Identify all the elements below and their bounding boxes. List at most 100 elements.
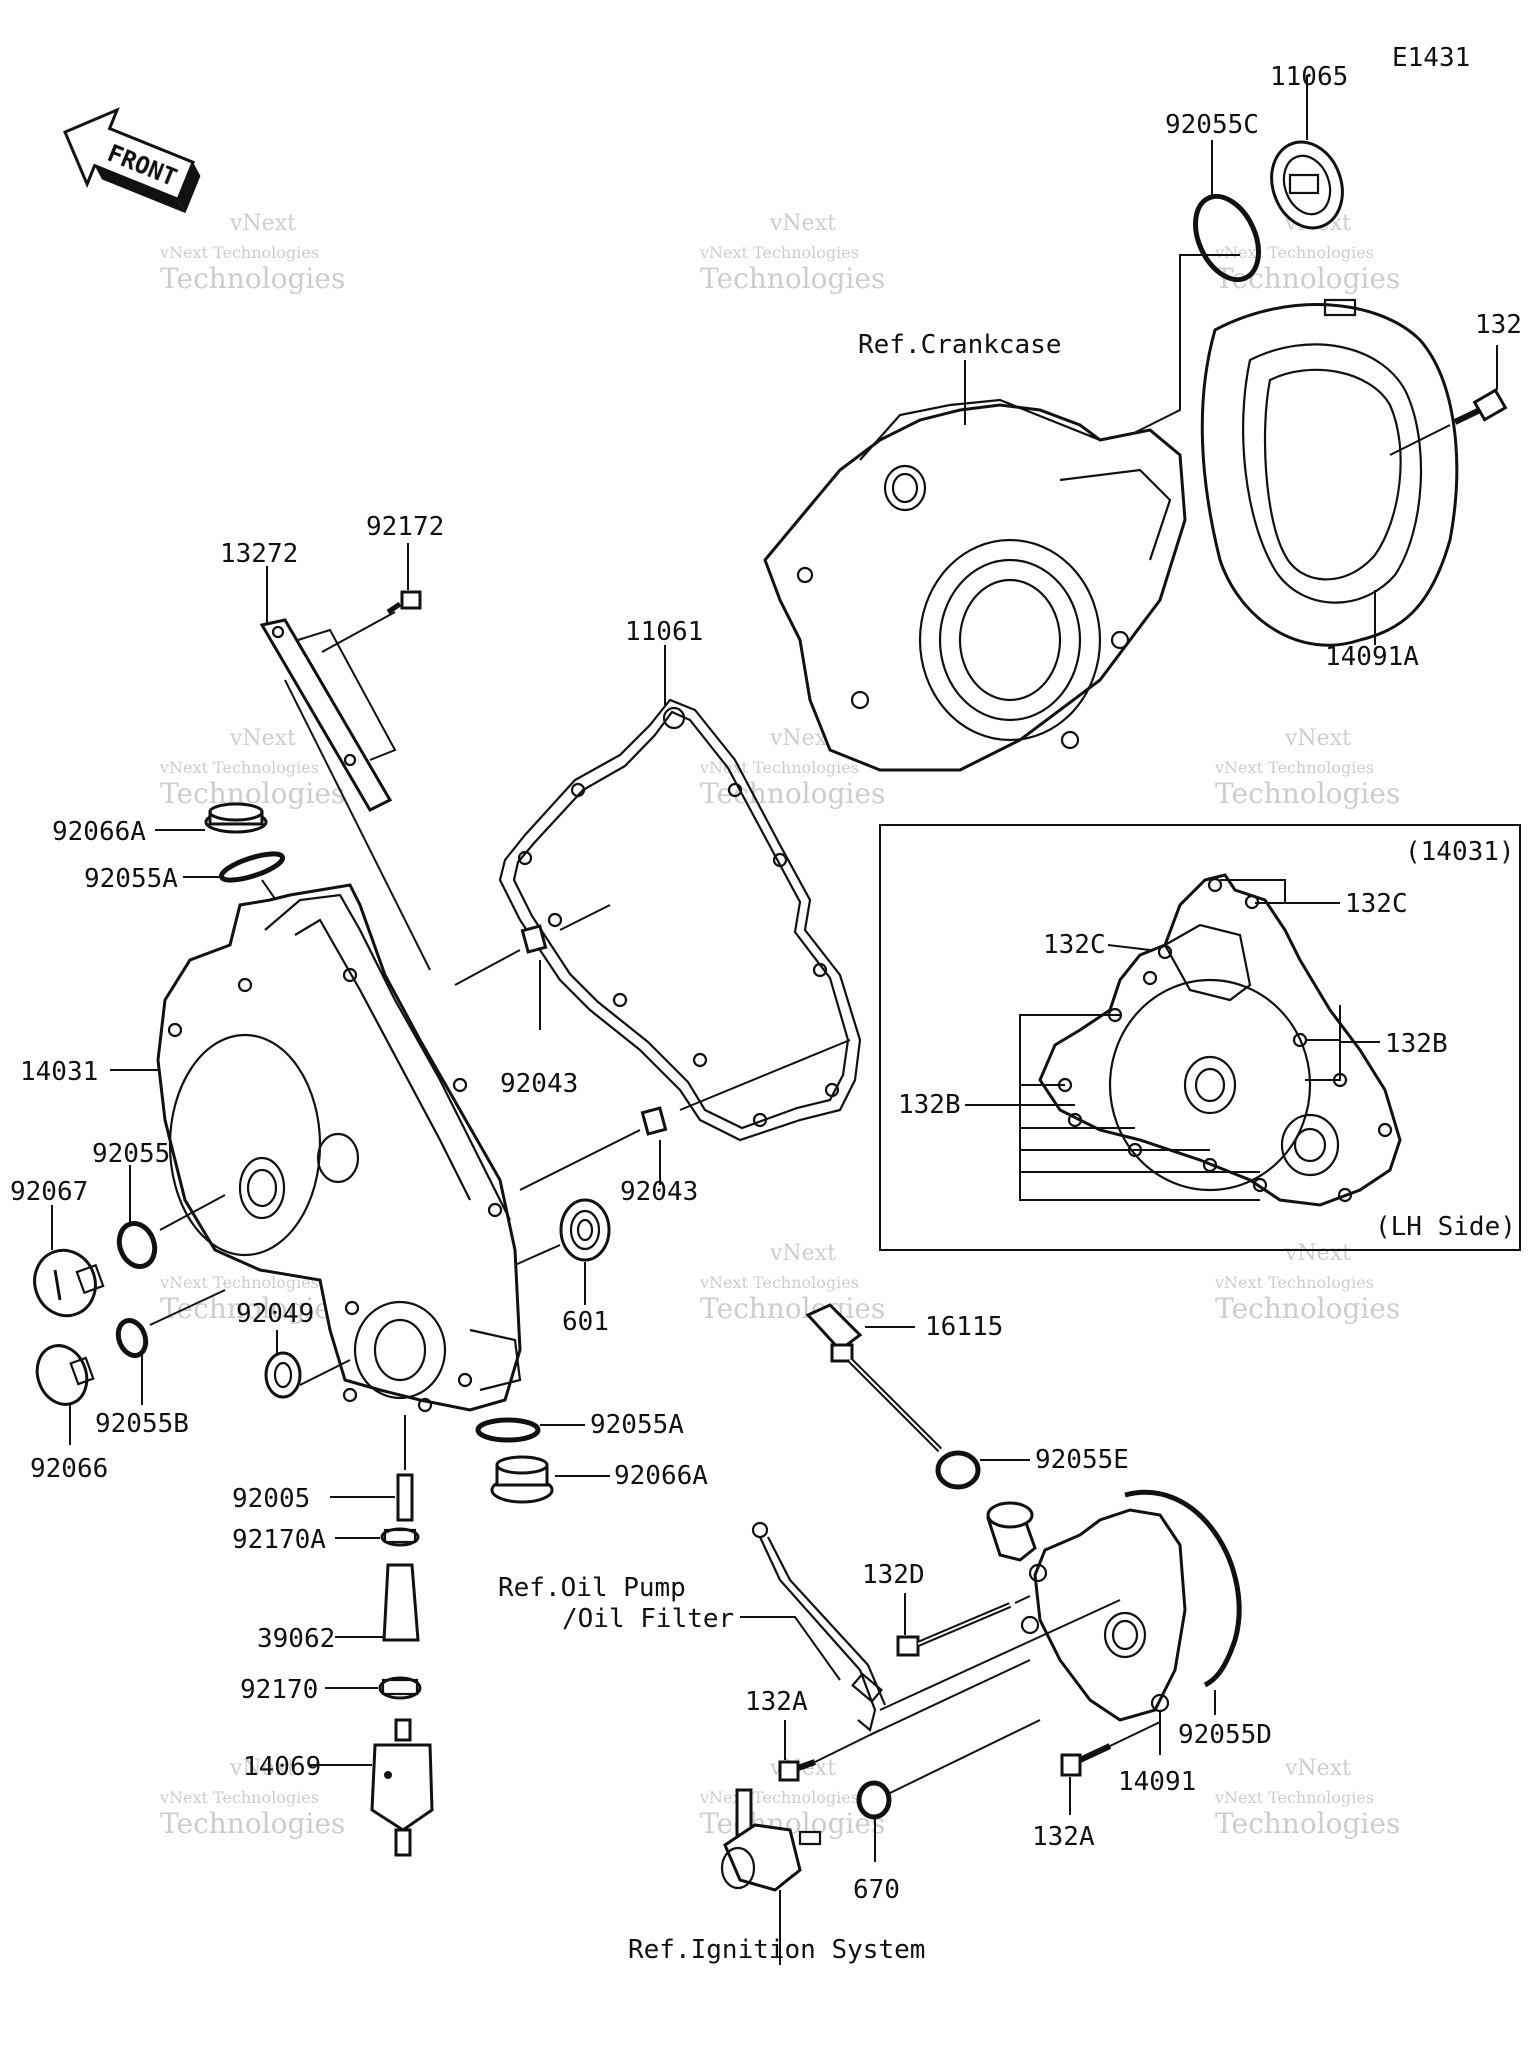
label-14031: 14031 — [20, 1057, 98, 1087]
svg-text:Technologies: Technologies — [1215, 777, 1400, 810]
label-14091: 14091 — [1118, 1767, 1196, 1797]
part-92043-dowel-b — [640, 1106, 668, 1136]
part-14091-cover — [986, 1501, 1187, 1722]
label-92043-a: 92043 — [500, 1069, 578, 1099]
svg-text:vNext Technologies: vNext Technologies — [699, 758, 859, 777]
label-92055E: 92055E — [1035, 1445, 1129, 1475]
part-14031-cover — [156, 883, 522, 1413]
label-92055D: 92055D — [1178, 1720, 1272, 1750]
svg-text:vNext Technologies: vNext Technologies — [159, 1788, 319, 1807]
part-92067-plug — [33, 1248, 105, 1318]
part-oil-pump-rod-ref — [751, 1521, 887, 1732]
part-92055A-oring-top — [218, 851, 286, 883]
svg-text:Technologies: Technologies — [700, 262, 885, 295]
part-601-bearing — [559, 1198, 611, 1262]
part-92055C-oring — [1193, 193, 1261, 283]
part-crankcase-ref — [763, 398, 1187, 772]
label-39062: 39062 — [257, 1624, 335, 1654]
label-132B-b: 132B — [898, 1090, 961, 1120]
inset-box: (14031) (LH Side) — [879, 824, 1521, 1251]
label-132A-right: 132A — [1032, 1822, 1095, 1852]
label-92170A: 92170A — [232, 1525, 326, 1555]
part-ignition-sensor-ref — [720, 1788, 822, 1892]
part-92043-dowel-a — [520, 924, 548, 954]
part-670-oring — [856, 1780, 892, 1820]
svg-text:vNext Technologies: vNext Technologies — [159, 758, 319, 777]
label-ref-ignition: Ref.Ignition System — [628, 1935, 925, 1965]
part-92055A-oring-bot — [475, 1417, 541, 1443]
watermark-group: vNext vNext Technologies Technologies vN… — [159, 211, 1400, 1840]
label-14091A: 14091A — [1325, 642, 1419, 672]
svg-text:vNext Technologies: vNext Technologies — [159, 1273, 319, 1292]
part-92066A-plug-top — [204, 802, 268, 834]
svg-text:vNext: vNext — [229, 1756, 296, 1781]
svg-text:vNext: vNext — [769, 211, 836, 236]
svg-text:vNext: vNext — [229, 726, 296, 751]
part-92055B-oring — [115, 1318, 149, 1358]
svg-text:vNext Technologies: vNext Technologies — [1214, 758, 1374, 777]
svg-text:vNext Technologies: vNext Technologies — [1214, 1788, 1374, 1807]
part-92055-oring — [116, 1221, 158, 1269]
svg-text:Technologies: Technologies — [700, 777, 885, 810]
label-601: 601 — [562, 1307, 609, 1337]
svg-text:vNext Technologies: vNext Technologies — [159, 243, 319, 262]
label-13272: 13272 — [220, 539, 298, 569]
svg-text:vNext Technologies: vNext Technologies — [1214, 243, 1374, 262]
part-92055D-oring — [1124, 1489, 1242, 1688]
label-92055A-bot: 92055A — [590, 1410, 684, 1440]
label-92066A-top: 92066A — [52, 817, 146, 847]
label-92067: 92067 — [10, 1177, 88, 1207]
part-132A-bolt-left — [778, 1759, 816, 1782]
svg-text:Technologies: Technologies — [160, 1292, 345, 1325]
part-16115-dipstick — [805, 1303, 943, 1453]
label-92066: 92066 — [30, 1454, 108, 1484]
label-16115: 16115 — [925, 1312, 1003, 1342]
part-92172-bolt — [386, 590, 422, 615]
part-92066-plug — [35, 1344, 95, 1406]
svg-text:Technologies: Technologies — [700, 1292, 885, 1325]
svg-text:Technologies: Technologies — [160, 1807, 345, 1840]
svg-text:vNext Technologies: vNext Technologies — [699, 1273, 859, 1292]
svg-text:vNext Technologies: vNext Technologies — [1214, 1273, 1374, 1292]
svg-text:vNext Technologies: vNext Technologies — [699, 1788, 859, 1807]
part-14069-filter — [370, 1718, 434, 1857]
svg-text:Technologies: Technologies — [1215, 1292, 1400, 1325]
svg-text:vNext: vNext — [769, 1241, 836, 1266]
label-92066A-bot: 92066A — [614, 1461, 708, 1491]
part-11065-cap — [1270, 140, 1344, 230]
label-92055C: 92055C — [1165, 110, 1259, 140]
part-132-bolt-top — [1453, 388, 1508, 425]
part-132A-bolt-right — [1060, 1743, 1112, 1777]
part-92049-seal — [264, 1351, 302, 1399]
part-11061-gasket — [498, 698, 862, 1142]
label-ref-oil-pump-2: /Oil Filter — [562, 1604, 734, 1634]
label-11065: 11065 — [1270, 62, 1348, 92]
label-92055: 92055 — [92, 1139, 170, 1169]
part-14091A-plate — [1200, 298, 1459, 647]
front-arrow-icon: FRONT — [63, 107, 201, 214]
inset-title: (14031) — [1405, 837, 1515, 867]
label-92049: 92049 — [236, 1299, 314, 1329]
label-92055A-top: 92055A — [84, 864, 178, 894]
label-132B-a: 132B — [1385, 1029, 1448, 1059]
label-92170: 92170 — [240, 1675, 318, 1705]
inset-side-label: (LH Side) — [1375, 1212, 1516, 1242]
part-92066A-plug-bot — [490, 1455, 554, 1504]
label-132C-b: 132C — [1043, 930, 1106, 960]
label-92055B: 92055B — [95, 1409, 189, 1439]
label-11061: 11061 — [625, 617, 703, 647]
svg-text:Technologies: Technologies — [1215, 1807, 1400, 1840]
label-92172: 92172 — [366, 512, 444, 542]
svg-text:Technologies: Technologies — [160, 262, 345, 295]
part-92055E-oring — [935, 1450, 981, 1490]
label-132-top: 132 — [1475, 310, 1522, 340]
part-92005-fitting — [396, 1473, 414, 1522]
part-92170-clamp — [378, 1676, 422, 1700]
svg-text:vNext Technologies: vNext Technologies — [699, 243, 859, 262]
label-ref-crankcase: Ref.Crankcase — [858, 330, 1062, 360]
part-92170A-clamp — [380, 1527, 420, 1547]
label-92043-b: 92043 — [620, 1177, 698, 1207]
label-132D: 132D — [862, 1560, 925, 1590]
